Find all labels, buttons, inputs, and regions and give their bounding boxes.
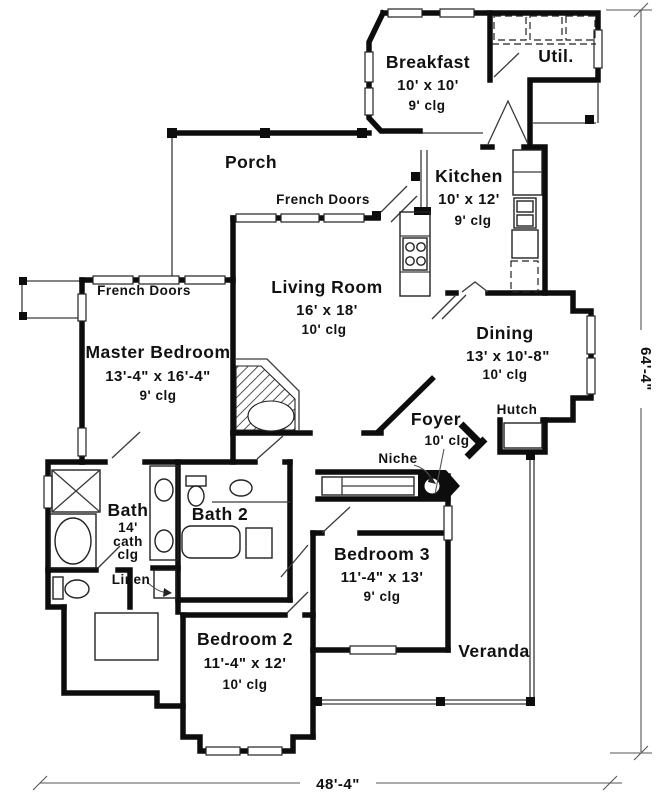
veranda-label: Veranda <box>458 641 530 661</box>
bedroom3-ceiling: 9' clg <box>364 589 401 604</box>
living-room-ceiling: 10' clg <box>302 322 347 337</box>
bath-dims: 14' <box>118 520 138 535</box>
bedroom2-dims: 11'-4" x 12' <box>204 655 287 672</box>
breakfast-dims: 10' x 10' <box>397 77 459 94</box>
overall-depth-dimension: 64'-4" <box>637 347 654 391</box>
bedroom2-ceiling: 10' clg <box>223 677 268 692</box>
master-bedroom-dims: 13'-4" x 16'-4" <box>105 368 211 385</box>
fixtures <box>49 15 596 661</box>
bath-ceiling-1: cath <box>113 534 143 549</box>
stove <box>399 211 431 297</box>
master-bath-fixtures <box>49 465 179 600</box>
linen-closet <box>153 569 177 599</box>
dining-label: Dining <box>476 323 533 343</box>
hutch-label: Hutch <box>497 402 538 417</box>
dining-dims: 13' x 10'-8" <box>466 348 550 365</box>
french-doors-master-label: French Doors <box>97 283 191 298</box>
dimension-lines: 64'-4" 48'-4" <box>32 2 654 793</box>
kitchen-counters <box>510 149 543 293</box>
door-swings <box>97 52 529 614</box>
utility-appliances <box>492 15 596 45</box>
linen-label: Linen <box>112 572 151 587</box>
bedroom3-dims: 11'-4" x 13' <box>341 569 424 586</box>
master-bedroom-ceiling: 9' clg <box>140 388 177 403</box>
kitchen-dims: 10' x 12' <box>438 191 500 208</box>
fireplace <box>235 358 300 432</box>
room-labels: Breakfast 10' x 10' 9' clg Util. Porch F… <box>85 46 573 692</box>
french-doors-master-panels <box>92 275 226 285</box>
living-room-dims: 16' x 18' <box>296 302 358 319</box>
breakfast-ceiling: 9' clg <box>409 98 446 113</box>
french-doors-living-label: French Doors <box>276 192 370 207</box>
bath2-label: Bath 2 <box>192 504 248 524</box>
bath2-fixtures <box>181 475 290 559</box>
bath-ceiling-2: clg <box>117 547 138 562</box>
living-room-label: Living Room <box>271 277 382 297</box>
overall-width-dimension: 48'-4" <box>316 776 360 793</box>
niche-label: Niche <box>378 451 417 466</box>
utility-label: Util. <box>538 46 574 66</box>
master-bedroom-label: Master Bedroom <box>85 342 230 362</box>
french-doors-living-panels <box>235 213 365 223</box>
bedroom3-label: Bedroom 3 <box>334 544 430 564</box>
front-entry-doors <box>458 421 488 460</box>
walk-in-closet <box>94 612 159 661</box>
windows <box>43 8 603 756</box>
kitchen-ceiling: 9' clg <box>455 213 492 228</box>
bath-label: Bath <box>108 500 149 520</box>
porch-veranda-outlines <box>19 83 599 706</box>
breakfast-label: Breakfast <box>386 52 470 72</box>
bedroom2-label: Bedroom 2 <box>197 629 293 649</box>
foyer-ceiling: 10' clg <box>425 433 470 448</box>
hall-built-in <box>321 476 415 496</box>
leader-lines <box>146 448 445 597</box>
hutch-cabinet <box>503 422 543 449</box>
foyer-label: Foyer <box>411 409 461 429</box>
kitchen-label: Kitchen <box>435 166 503 186</box>
dining-ceiling: 10' clg <box>483 367 528 382</box>
porch-label: Porch <box>225 152 277 172</box>
